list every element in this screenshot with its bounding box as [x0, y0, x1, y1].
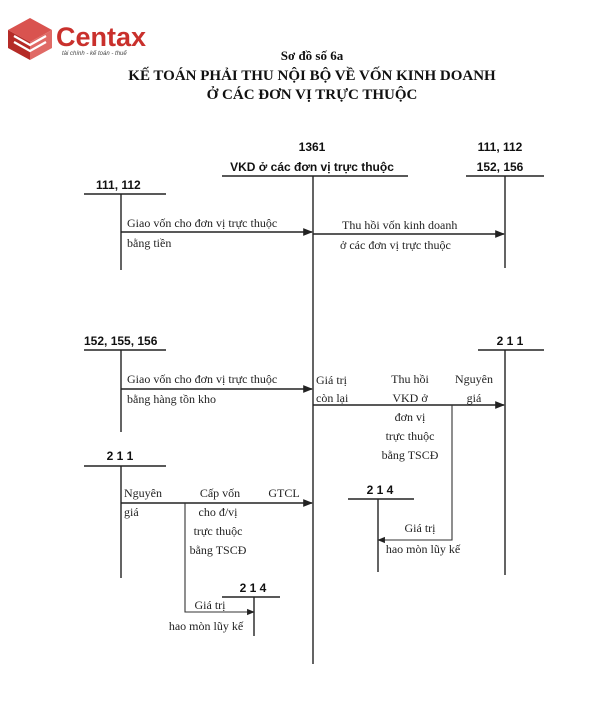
logo-cube-icon [8, 18, 52, 60]
label-depreciation-left-2: hao mòn lũy kế [169, 619, 244, 633]
label-remaining-value-2: còn lại [316, 391, 349, 405]
label-original-cost-left-2: giá [124, 505, 139, 519]
diagram-title: KẾ TOÁN PHẢI THU NỘI BỘ VỀ VỐN KINH DOAN… [128, 66, 496, 84]
diagram-subtitle: Ở CÁC ĐƠN VỊ TRỰC THUỘC [207, 86, 418, 103]
label-grant-capital-2: cho đ/vị [199, 505, 239, 519]
label-original-cost-right-2: giá [467, 391, 482, 405]
account-152-156-right-code: 152, 156 [477, 160, 524, 174]
label-recover-capital-2: ở các đơn vị trực thuộc [340, 238, 451, 252]
account-214-left-code: 2 1 4 [240, 581, 267, 595]
label-give-capital-cash-1: Giao vốn cho đơn vị trực thuộc [127, 216, 277, 230]
account-211-left-code: 2 1 1 [107, 449, 134, 463]
label-give-capital-cash-2: bằng tiền [127, 236, 171, 250]
account-152-155-156-code: 152, 155, 156 [84, 334, 158, 348]
label-gtcl: GTCL [268, 486, 299, 500]
label-depreciation-right-2: hao mòn lũy kế [386, 542, 461, 556]
account-111-112-left-code: 111, 112 [96, 178, 141, 192]
label-remaining-value-1: Giá trị [316, 373, 348, 387]
label-original-cost-right-1: Nguyên [455, 372, 493, 386]
logo-tagline: tài chính - kế toán - thuế [62, 50, 127, 57]
arrow-depreciation-left [184, 503, 255, 616]
label-recover-vkd-1: Thu hồi [391, 372, 429, 386]
logo-name: Centax [56, 22, 146, 52]
label-recover-vkd-5: bằng TSCĐ [382, 448, 439, 462]
diagram-number: Sơ đồ số 6a [281, 48, 344, 63]
label-original-cost-left-1: Nguyên [124, 486, 162, 500]
label-grant-capital-3: trực thuộc [194, 524, 243, 538]
label-give-capital-inventory-1: Giao vốn cho đơn vị trực thuộc [127, 372, 277, 386]
label-depreciation-right-1: Giá trị [405, 521, 437, 535]
account-211-right-code: 2 1 1 [497, 334, 524, 348]
label-recover-vkd-2: VKD ở [392, 391, 428, 405]
account-1361-code: 1361 [299, 140, 326, 154]
label-give-capital-inventory-2: bằng hàng tồn kho [127, 392, 216, 406]
label-grant-capital-1: Cấp vốn [200, 486, 240, 500]
account-111-112-right-code: 111, 112 [478, 140, 523, 154]
arrow-depreciation-right [377, 405, 453, 544]
label-recover-vkd-3: đơn vị [395, 410, 426, 424]
label-recover-capital-1: Thu hồi vốn kinh doanh [342, 218, 457, 232]
label-grant-capital-4: bằng TSCĐ [190, 543, 247, 557]
label-recover-vkd-4: trực thuộc [386, 429, 435, 443]
account-214-right-code: 2 1 4 [367, 483, 394, 497]
account-1361-name: VKD ở các đơn vị trực thuộc [230, 160, 394, 174]
label-depreciation-left-1: Giá trị [195, 598, 227, 612]
centax-logo: Centax tài chính - kế toán - thuế [8, 18, 146, 60]
